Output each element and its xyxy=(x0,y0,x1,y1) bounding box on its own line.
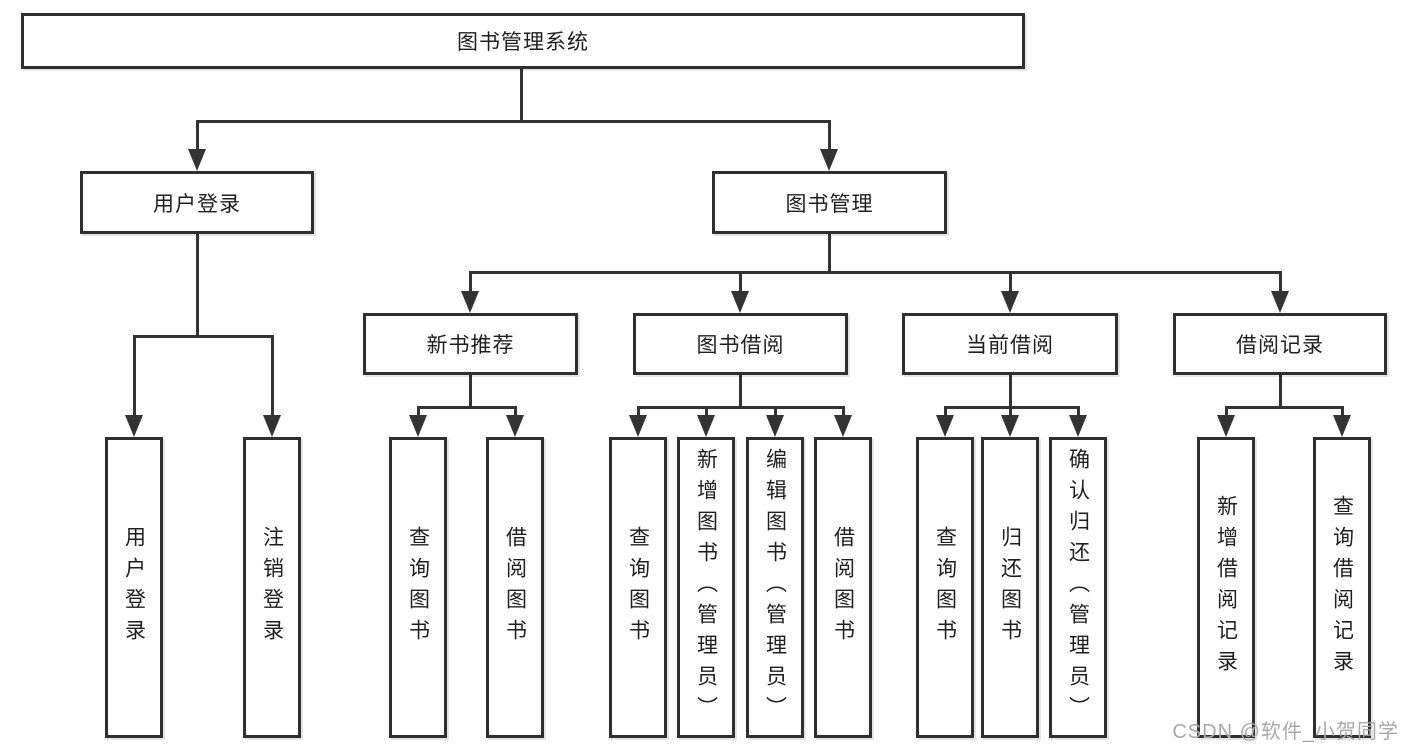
leaf-add-book-admin-label: 新增图书（管理员） xyxy=(694,448,718,727)
arrowhead-rec-borrow xyxy=(506,415,524,437)
arrowhead-borrow-records xyxy=(1271,291,1289,313)
connector-stem-current-borrow xyxy=(1009,271,1012,292)
arrowhead-new-book xyxy=(461,291,479,313)
leaf-current-query-books-label: 查询图书 xyxy=(933,525,957,650)
connector-stem-leaf-login xyxy=(133,335,136,416)
leaf-logout-label: 注销登录 xyxy=(260,525,284,650)
node-user-login: 用户登录 xyxy=(80,171,314,234)
connector-stem-current-query xyxy=(944,406,947,416)
leaf-borrow-books: 借阅图书 xyxy=(814,437,872,738)
connector-stem-records-add xyxy=(1225,406,1228,416)
leaf-add-borrow-record-label: 新增借阅记录 xyxy=(1214,494,1238,681)
arrowhead-current-query xyxy=(936,415,954,437)
node-book-borrow: 图书借阅 xyxy=(633,313,848,375)
node-root-label: 图书管理系统 xyxy=(457,31,589,54)
connector-stem-current-confirm xyxy=(1077,406,1080,416)
connector-stem-book-borrow xyxy=(739,271,742,292)
connector-rec-branch xyxy=(417,406,517,409)
leaf-edit-book-admin-label: 编辑图书（管理员） xyxy=(763,448,787,727)
connector-current-branch xyxy=(944,406,1080,409)
leaf-current-query-books: 查询图书 xyxy=(916,437,974,738)
connector-stem-current-return xyxy=(1009,406,1012,416)
connector-records-branch xyxy=(1225,406,1344,409)
arrowhead-borrow-query xyxy=(629,415,647,437)
leaf-confirm-return-admin: 确认归还（管理员） xyxy=(1049,437,1107,738)
leaf-edit-book-admin: 编辑图书（管理员） xyxy=(746,437,804,738)
connector-borrow-trunk xyxy=(739,375,742,406)
arrowhead-user-login xyxy=(188,149,206,171)
connector-stem-records-query xyxy=(1341,406,1344,416)
connector-root-trunk xyxy=(520,69,523,120)
node-book-mgmt: 图书管理 xyxy=(712,171,947,234)
leaf-logout: 注销登录 xyxy=(243,437,301,738)
leaf-user-login-label: 用户登录 xyxy=(122,525,146,650)
arrowhead-current-return xyxy=(1001,415,1019,437)
connector-stem-borrow-query xyxy=(637,406,640,416)
leaf-add-book-admin: 新增图书（管理员） xyxy=(677,437,735,738)
leaf-add-borrow-record: 新增借阅记录 xyxy=(1197,437,1255,738)
node-new-book-rec: 新书推荐 xyxy=(363,313,578,375)
connector-stem-borrow-records xyxy=(1279,271,1282,292)
arrowhead-leaf-logout xyxy=(263,415,281,437)
leaf-rec-borrow-books: 借阅图书 xyxy=(486,437,544,738)
leaf-query-borrow-record: 查询借阅记录 xyxy=(1313,437,1371,738)
connector-stem-user-login xyxy=(196,120,199,150)
leaf-user-login: 用户登录 xyxy=(105,437,163,738)
connector-stem-new-book xyxy=(469,271,472,292)
arrowhead-book-borrow xyxy=(731,291,749,313)
arrowhead-leaf-login xyxy=(125,415,143,437)
node-book-mgmt-label: 图书管理 xyxy=(785,192,874,216)
connector-login-branch xyxy=(133,335,274,338)
connector-borrow-branch xyxy=(637,406,845,409)
connector-stem-leaf-logout xyxy=(271,335,274,416)
node-borrow-records-label: 借阅记录 xyxy=(1236,334,1324,357)
leaf-borrow-books-label: 借阅图书 xyxy=(831,525,855,650)
connector-login-trunk xyxy=(196,234,199,335)
arrowhead-current-confirm xyxy=(1069,415,1087,437)
arrowhead-borrow-edit xyxy=(766,415,784,437)
connector-stem-rec-borrow xyxy=(514,406,517,416)
arrowhead-records-add xyxy=(1217,415,1235,437)
connector-rec-trunk xyxy=(469,375,472,406)
watermark-text: CSDN @软件_小贺同学 xyxy=(1172,721,1399,743)
node-current-borrow-label: 当前借阅 xyxy=(966,334,1054,357)
arrowhead-current-borrow xyxy=(1001,291,1019,313)
arrowhead-rec-query xyxy=(409,415,427,437)
connector-stem-borrow-add xyxy=(705,406,708,416)
connector-root-branch xyxy=(196,120,831,123)
leaf-borrow-query-books: 查询图书 xyxy=(609,437,667,738)
leaf-return-books-label: 归还图书 xyxy=(998,525,1022,650)
leaf-rec-query-books-label: 查询图书 xyxy=(406,525,430,650)
leaf-rec-borrow-books-label: 借阅图书 xyxy=(503,525,527,650)
connector-stem-rec-query xyxy=(417,406,420,416)
connector-stem-borrow-edit xyxy=(774,406,777,416)
node-borrow-records: 借阅记录 xyxy=(1173,313,1387,375)
arrowhead-book-mgmt xyxy=(820,149,838,171)
connector-mgmt-branch xyxy=(469,271,1282,274)
arrowhead-borrow-add xyxy=(697,415,715,437)
connector-stem-borrow-borrow xyxy=(842,406,845,416)
connector-stem-book-mgmt xyxy=(828,120,831,150)
node-root: 图书管理系统 xyxy=(21,13,1025,69)
node-current-borrow: 当前借阅 xyxy=(902,313,1118,375)
leaf-rec-query-books: 查询图书 xyxy=(389,437,447,738)
node-user-login-label: 用户登录 xyxy=(153,192,241,216)
leaf-query-borrow-record-label: 查询借阅记录 xyxy=(1330,494,1354,681)
node-new-book-rec-label: 新书推荐 xyxy=(426,334,515,357)
connector-current-trunk xyxy=(1009,375,1012,406)
node-book-borrow-label: 图书借阅 xyxy=(696,334,785,357)
arrowhead-records-query xyxy=(1333,415,1351,437)
connector-records-trunk xyxy=(1279,375,1282,406)
arrowhead-borrow-borrow xyxy=(834,415,852,437)
leaf-borrow-query-books-label: 查询图书 xyxy=(626,525,650,650)
connector-mgmt-trunk xyxy=(828,234,831,271)
leaf-return-books: 归还图书 xyxy=(981,437,1039,738)
leaf-confirm-return-admin-label: 确认归还（管理员） xyxy=(1066,448,1090,727)
